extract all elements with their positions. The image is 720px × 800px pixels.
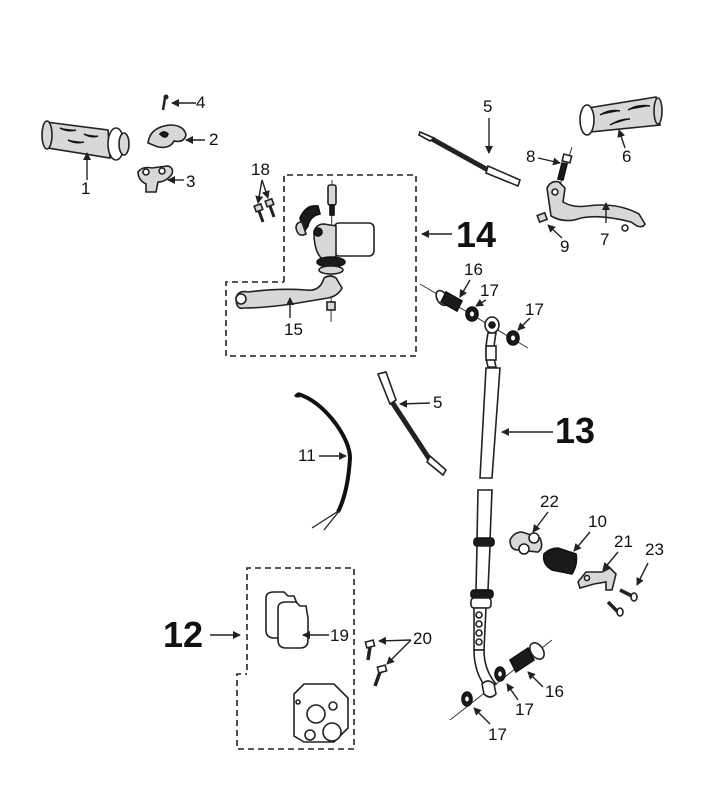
brake-light-switch-wire[interactable] [294,392,353,531]
callout-16-upper[interactable]: 16 [464,260,483,279]
lever-nut[interactable] [536,211,549,224]
hose-clamp[interactable] [509,531,543,555]
callout-21[interactable]: 21 [614,532,633,551]
callout-5-upper[interactable]: 5 [483,97,492,116]
leader-10 [573,531,591,552]
callout-18[interactable]: 18 [251,160,270,179]
leader-21 [602,551,619,571]
callout-19[interactable]: 19 [330,626,349,645]
rear-brake-lever[interactable] [546,180,646,232]
callout-12[interactable]: 12 [163,614,203,655]
copper-washer-lower-2[interactable] [494,666,506,682]
callout-9[interactable]: 9 [560,237,569,256]
front-brake-hose[interactable] [470,332,501,692]
front-brake-master-cylinder[interactable] [295,179,375,323]
leader-17c [506,683,519,701]
leader-23 [636,562,649,586]
cable-lower[interactable] [376,371,448,477]
callout-3[interactable]: 3 [186,172,195,191]
lever-pivot-bolt[interactable] [557,146,573,186]
callout-14[interactable]: 14 [456,214,496,255]
leader-9 [547,224,563,239]
callout-2[interactable]: 2 [209,130,218,149]
leader-8 [537,157,561,166]
bracket-screws[interactable] [606,588,638,617]
callout-5-lower[interactable]: 5 [433,393,442,412]
leader-18a [255,179,264,204]
cable-upper[interactable] [418,130,521,188]
leader-20a [378,636,412,645]
callout-20[interactable]: 20 [413,629,432,648]
leader-17d [473,707,491,725]
hose-bracket[interactable] [577,567,617,591]
callout-10[interactable]: 10 [588,512,607,531]
leader-22 [532,511,549,533]
assembly-12-outline [236,567,355,750]
brake-caliper[interactable] [293,683,349,743]
rubber-damper[interactable] [542,547,578,575]
leader-17a [475,298,487,307]
callout-17-b[interactable]: 17 [525,300,544,319]
callout-1[interactable]: 1 [81,179,90,198]
banjo-bolt-lower[interactable] [508,640,547,674]
caliper-mounting-bolts[interactable] [364,639,388,687]
throttle-housing[interactable] [137,165,174,193]
copper-washer-upper-2[interactable] [506,330,520,346]
leader-20b [386,639,412,665]
leader-5b [399,399,431,408]
banjo-fitting-lower[interactable] [481,680,497,698]
leader-16b [527,671,544,688]
callout-13[interactable]: 13 [555,410,595,451]
copper-washer-lower-1[interactable] [461,691,473,707]
right-grip[interactable] [579,96,663,136]
brake-pads[interactable] [265,591,309,649]
throttle-cable-housing-cover[interactable] [147,124,187,149]
banjo-bolt-upper[interactable] [434,289,464,313]
banjo-fitting-upper[interactable] [484,316,500,334]
callout-17-d[interactable]: 17 [488,725,507,744]
callout-6[interactable]: 6 [622,147,631,166]
callout-22[interactable]: 22 [540,492,559,511]
leader-17b [517,317,531,331]
callout-15[interactable]: 15 [284,320,303,339]
callout-11[interactable]: 11 [298,446,316,465]
callout-4[interactable]: 4 [196,93,205,112]
housing-screw[interactable] [161,94,169,111]
callout-17-a[interactable]: 17 [480,281,499,300]
front-brake-lever[interactable] [235,275,343,310]
assembly-14-outline [225,174,417,357]
callout-7[interactable]: 7 [600,230,609,249]
callout-17-c[interactable]: 17 [515,700,534,719]
leader-6 [617,129,626,149]
left-grip[interactable] [41,120,130,161]
leader-16a [459,279,471,298]
callout-8[interactable]: 8 [526,147,535,166]
callout-16-lower[interactable]: 16 [545,682,564,701]
master-cylinder-clamp-bolts[interactable] [253,197,276,223]
callout-23[interactable]: 23 [645,540,664,559]
copper-washer-upper-1[interactable] [465,306,479,322]
leader-18b [261,179,270,199]
